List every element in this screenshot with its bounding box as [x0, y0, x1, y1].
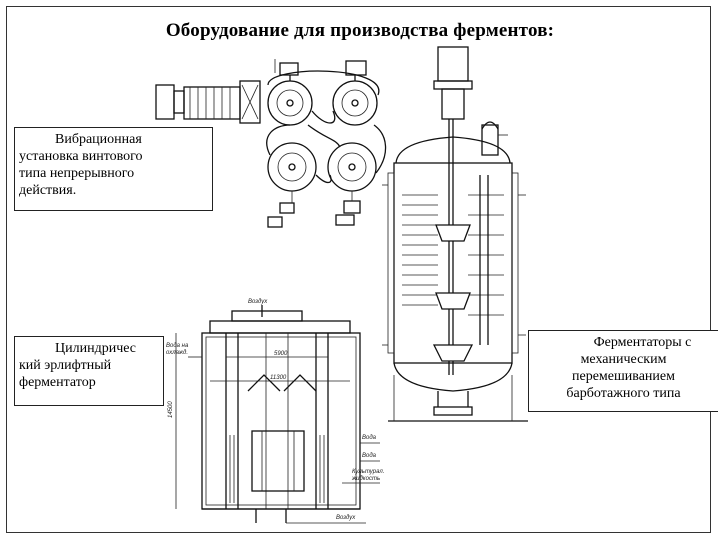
caption-line: ферментатор	[19, 375, 96, 390]
airlift-dim2: 11300	[270, 375, 287, 381]
caption-line: Цилиндричес	[55, 341, 137, 356]
caption-line: перемешиванием	[572, 369, 675, 384]
airlift-water1: Вода	[362, 435, 377, 441]
slide-title: Оборудование для производства ферментов:	[165, 20, 555, 41]
caption-line: кий эрлифтный	[19, 358, 112, 373]
caption-airlift-fermenter: Цилиндричес кий эрлифтный ферментатор	[14, 336, 164, 406]
caption-line: типа непрерывного	[19, 166, 135, 181]
caption-line: механическим	[580, 352, 667, 367]
vibration-installation-drawing	[155, 59, 387, 228]
caption-line: действия.	[19, 183, 77, 198]
airlift-side-dim: 14500	[168, 401, 174, 418]
airlift-water2: Вода	[362, 453, 377, 459]
airlift-note2: жидкость	[351, 476, 380, 482]
caption-vibration-installation: Вибрационная установка винтового типа не…	[14, 127, 213, 211]
airlift-label-top: Воздух	[248, 299, 268, 305]
stirred-fermenter-drawing	[382, 46, 528, 422]
caption-line: барботажного типа	[566, 386, 681, 401]
airlift-fermenter-drawing: Воздух Вода на охлажд. 14500 5900 11300 …	[166, 299, 384, 524]
airlift-note: Культурал.	[352, 469, 384, 475]
caption-stirred-fermenters: Ферментаторы с механическим перемешивани…	[528, 330, 718, 412]
airlift-label-left-top: Вода на	[166, 343, 189, 349]
caption-line: Вибрационная	[55, 132, 142, 147]
airlift-dim1: 5900	[274, 351, 288, 357]
caption-line: Ферментаторы с	[593, 335, 692, 350]
caption-line: установка винтового	[19, 149, 143, 164]
airlift-air-bottom: Воздух	[336, 515, 356, 521]
airlift-label-left-top2: охлажд.	[166, 350, 188, 356]
slide-frame	[6, 6, 711, 533]
